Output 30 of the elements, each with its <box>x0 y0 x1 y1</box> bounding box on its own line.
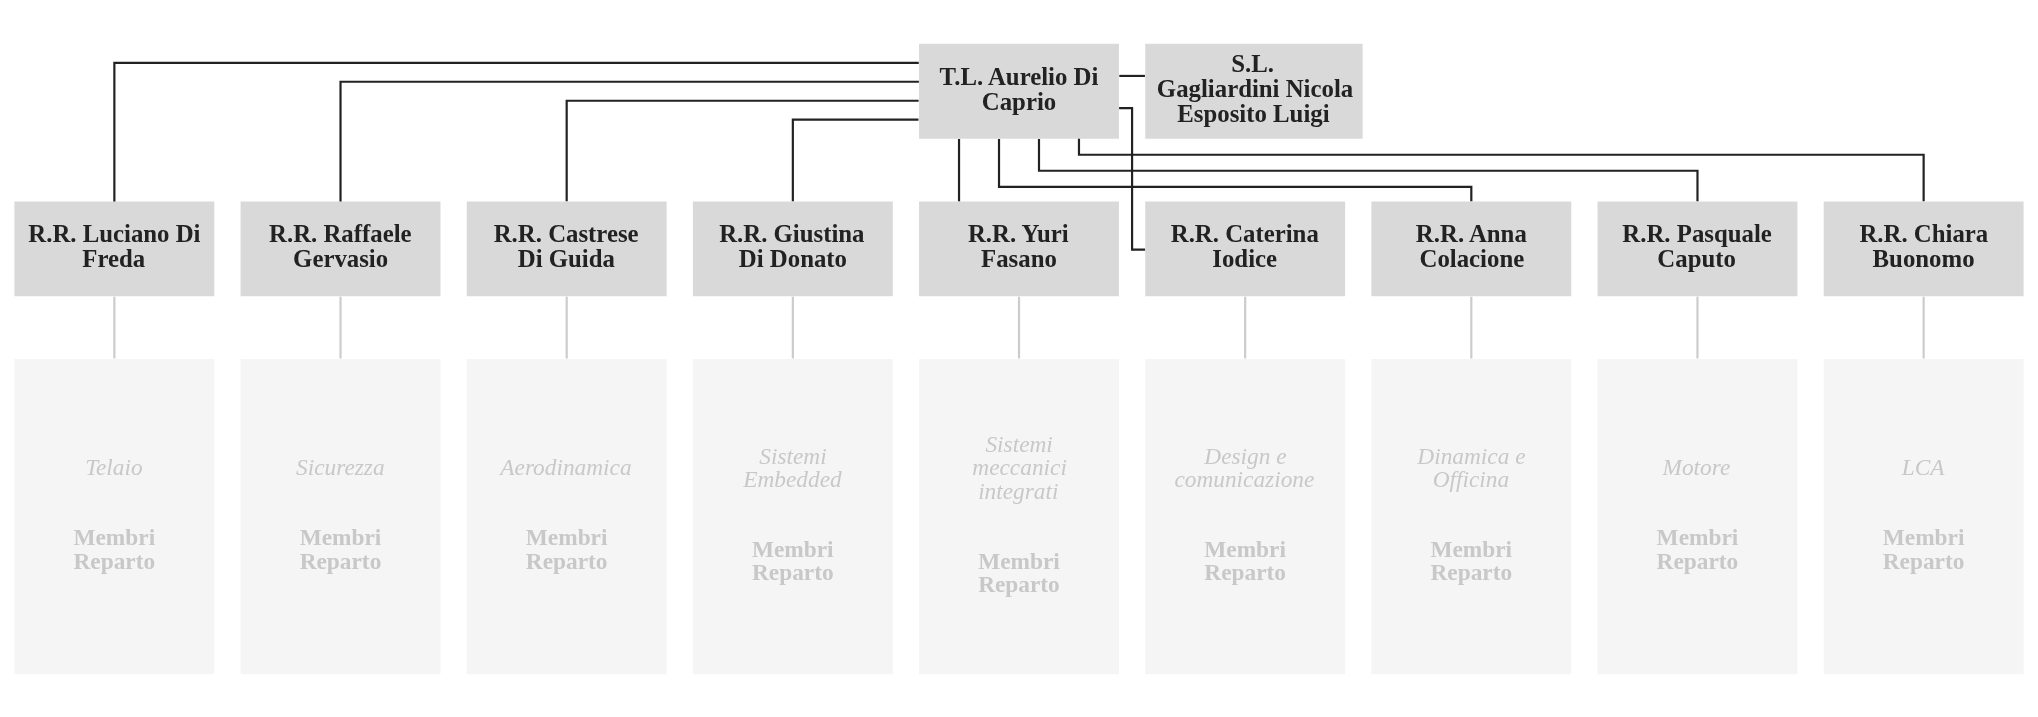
node-box: R.R. Yuri Fasano <box>919 200 1119 296</box>
connector <box>1119 106 1146 251</box>
node-box: R.R. Caterina Iodice <box>1145 200 1346 296</box>
node-box: S.L. Gagliardini Nicola Esposito Luigi <box>1145 43 1363 139</box>
connector <box>1922 296 1925 358</box>
connector <box>1077 138 1925 201</box>
node-box: T.L. Aurelio Di Caprio <box>919 43 1119 139</box>
connector <box>1037 138 1699 201</box>
node-box: R.R. Luciano Di Freda <box>14 200 215 296</box>
connector <box>997 138 1473 201</box>
connector <box>1696 296 1699 358</box>
node-box: R.R. Raffaele Gervasio <box>240 200 441 296</box>
node-box: R.R. Chiara Buonomo <box>1823 200 2024 296</box>
connector <box>565 296 568 358</box>
connector <box>791 296 794 358</box>
node-box: R.R. Giustina Di Donato <box>692 200 893 296</box>
connector <box>1017 296 1021 358</box>
connector <box>113 61 919 201</box>
connector <box>791 118 919 201</box>
connector <box>1244 296 1247 358</box>
node-box: R.R. Castrese Di Guida <box>466 200 667 296</box>
connector <box>113 296 116 358</box>
node-box: R.R. Pasquale Caputo <box>1597 200 1798 296</box>
connector <box>1119 74 1145 77</box>
connector <box>565 99 919 201</box>
connector <box>1470 296 1473 358</box>
connector <box>339 80 919 201</box>
connector <box>339 296 342 358</box>
node-box: R.R. Anna Colacione <box>1371 200 1572 296</box>
connector <box>957 138 961 201</box>
